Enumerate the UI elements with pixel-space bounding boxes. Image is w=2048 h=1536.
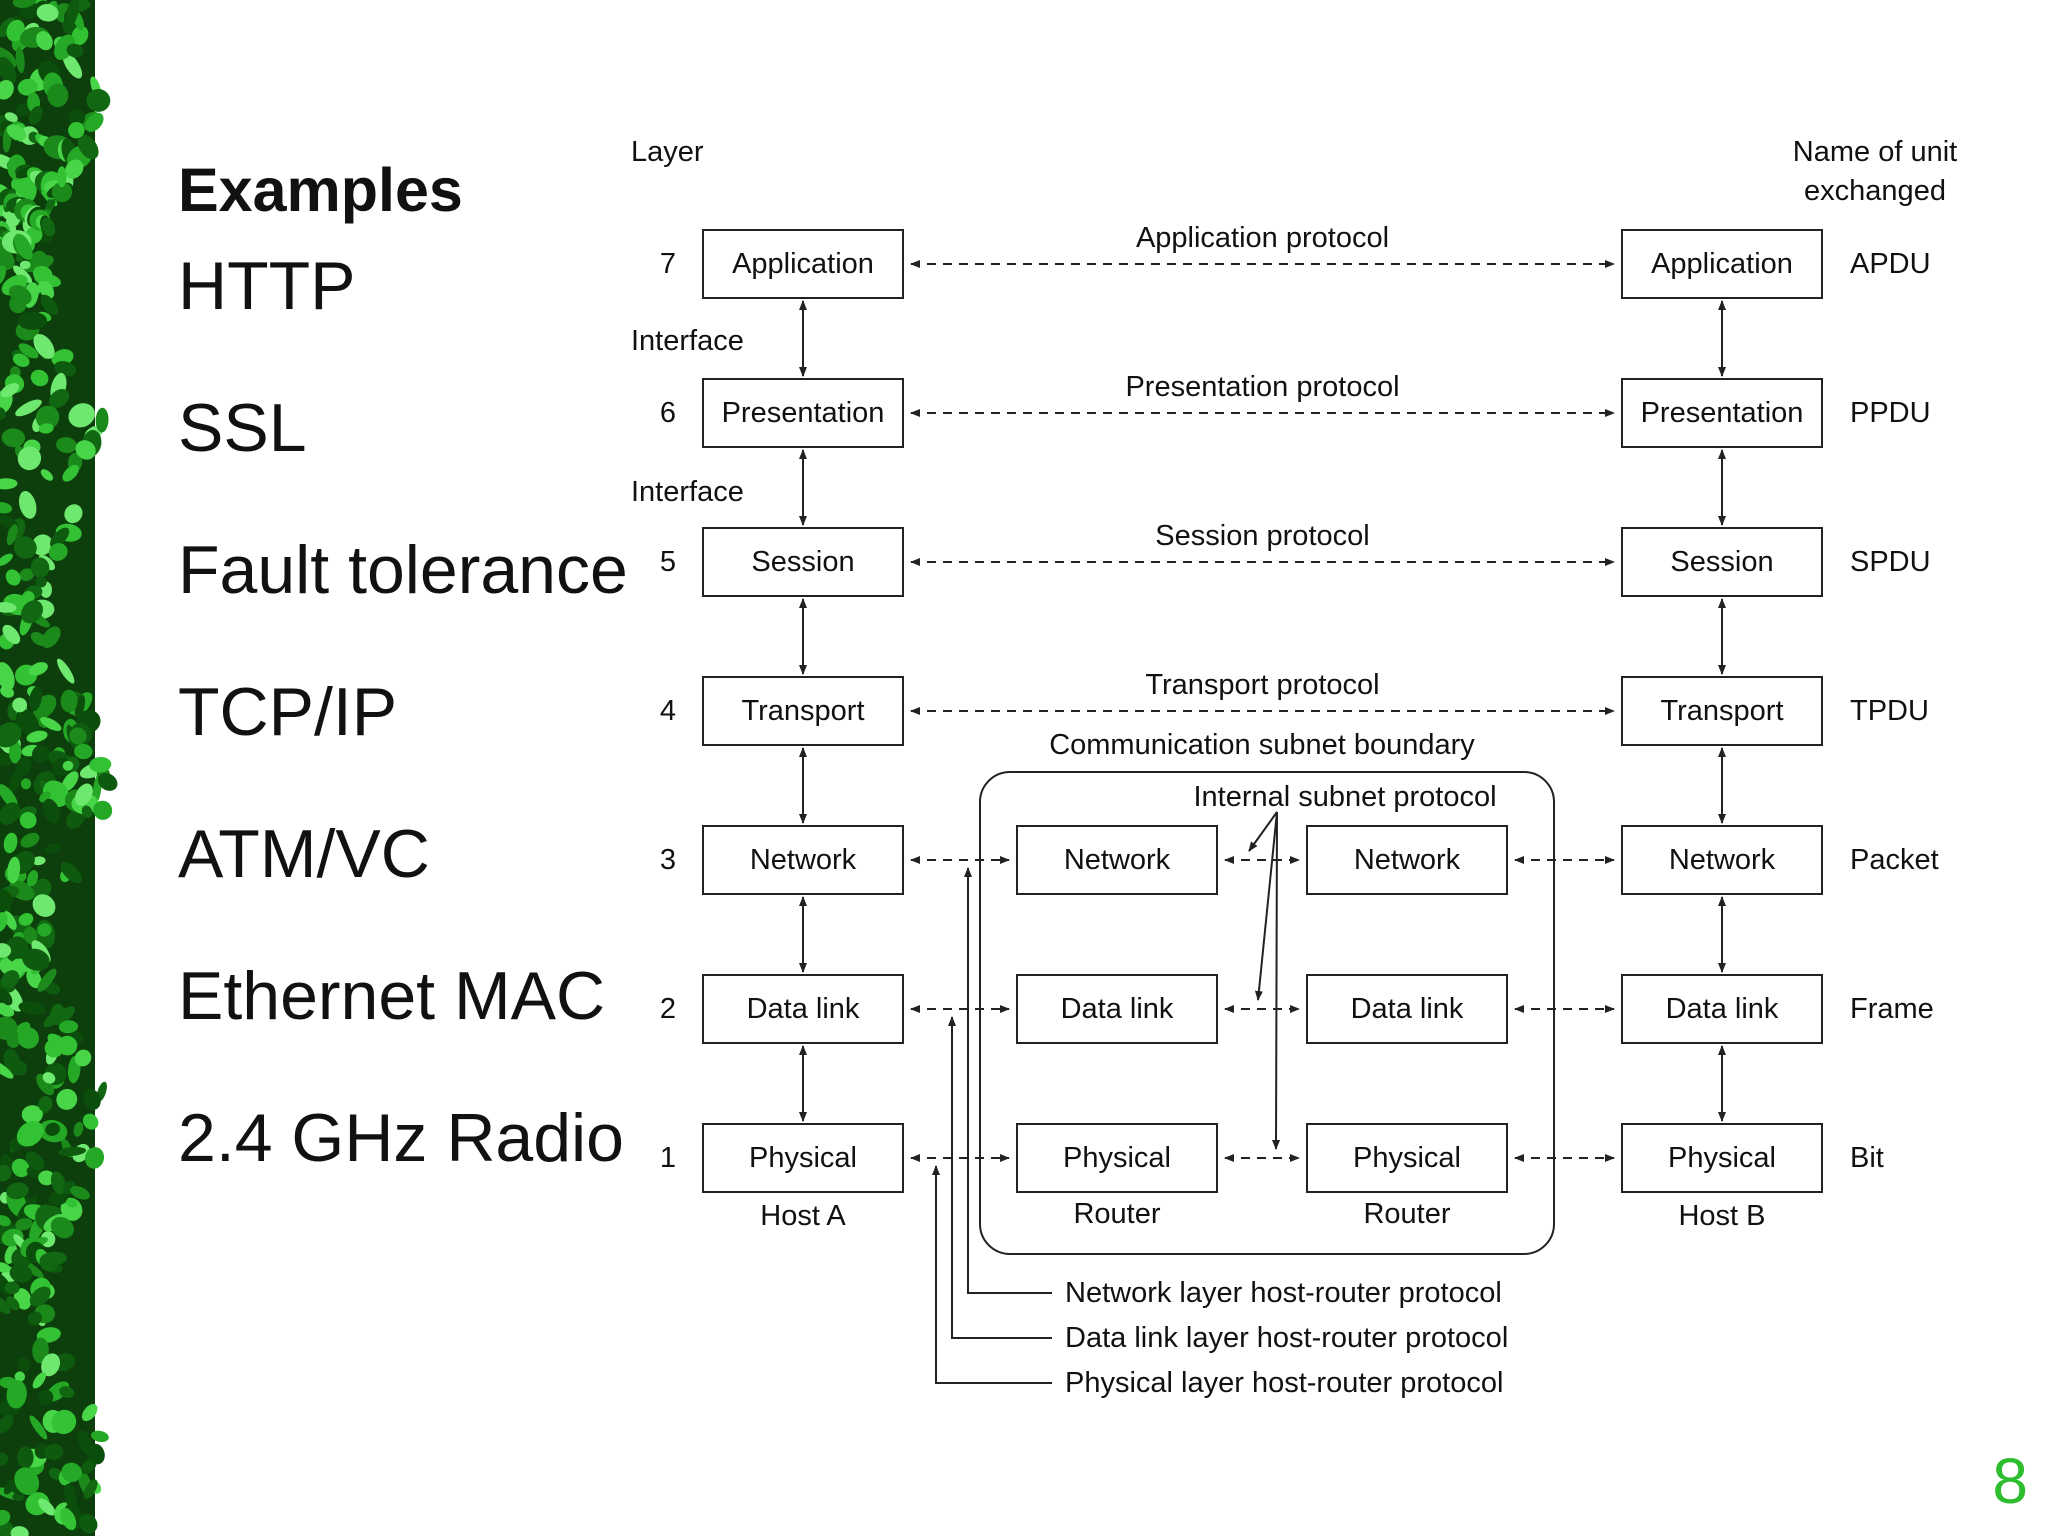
host-a-presentation-box — [702, 378, 904, 448]
host-b-physical-box — [1621, 1123, 1823, 1193]
layer-number-1: 1 — [660, 1142, 676, 1174]
router-2-physical-box — [1306, 1123, 1508, 1193]
transport-protocol-label: Transport protocol — [1145, 669, 1379, 701]
callout-1-line — [964, 867, 1052, 1294]
internal-pointer-network — [1248, 811, 1278, 852]
router-1-network-box — [1016, 825, 1218, 895]
host-a-transport-box — [702, 676, 904, 746]
unit-ppdu: PPDU — [1850, 397, 1931, 429]
example-tcp-ip: TCP/IP — [178, 674, 398, 750]
host-a-label: Host A — [760, 1200, 846, 1232]
internal-subnet-protocol-label: Internal subnet protocol — [1193, 781, 1496, 813]
router-1-network-box-label: Network — [1064, 844, 1171, 876]
host-a-presentation-box-label: Presentation — [722, 397, 885, 429]
router-2-physical-box-label: Physical — [1353, 1142, 1461, 1174]
host-a-session-box-label: Session — [751, 546, 854, 578]
unit-spdu: SPDU — [1850, 546, 1931, 578]
example-ssl: SSL — [178, 390, 307, 466]
host-a-data-link-box — [702, 974, 904, 1044]
router-1-data-link-box-label: Data link — [1061, 993, 1174, 1025]
layer-number-5: 5 — [660, 546, 676, 578]
example-ethernet-mac: Ethernet MAC — [178, 958, 606, 1034]
layer-number-4: 4 — [660, 695, 676, 727]
diagram-labels: Layer Name of unit exchanged 7 Application Ap… — [631, 136, 1957, 1399]
subnet-boundary-box — [979, 771, 1555, 1255]
router-1-physical-box — [1016, 1123, 1218, 1193]
subnet-boundary-label: Communication subnet boundary — [1049, 729, 1475, 761]
callout-2-label: Data link layer host-router protocol — [1065, 1322, 1508, 1354]
host-b-session-box — [1621, 527, 1823, 597]
callout-2-line — [948, 1016, 1052, 1339]
host-b-physical-box-label: Physical — [1668, 1142, 1776, 1174]
examples-heading: Examples — [178, 156, 463, 224]
layer-number-3: 3 — [660, 844, 676, 876]
host-a-application-box-label: Application — [732, 248, 874, 280]
layer-header: Layer — [631, 136, 704, 168]
unit-tpdu: TPDU — [1850, 695, 1929, 727]
router-2-data-link-box — [1306, 974, 1508, 1044]
router-2-data-link-box-label: Data link — [1351, 993, 1464, 1025]
example-http: HTTP — [178, 248, 356, 324]
application-protocol-label: Application protocol — [1136, 222, 1389, 254]
host-b-network-box — [1621, 825, 1823, 895]
router-2-network-box-label: Network — [1354, 844, 1461, 876]
unit-header-line1: Name of unit — [1793, 136, 1957, 168]
unit-bit: Bit — [1850, 1142, 1884, 1174]
page-number: 8 — [1992, 1445, 2028, 1517]
host-b-network-box-label: Network — [1669, 844, 1776, 876]
host-b-presentation-box-label: Presentation — [1641, 397, 1804, 429]
interface-label-2: Interface — [631, 476, 744, 508]
host-b-application-box-label: Application — [1651, 248, 1793, 280]
layer-number-6: 6 — [660, 397, 676, 429]
leaf-vine-border — [0, 0, 118, 1536]
host-a-network-box-label: Network — [750, 844, 857, 876]
layer-number-2: 2 — [660, 993, 676, 1025]
diagram-boxes — [702, 229, 1823, 1193]
router-1-label: Router — [1073, 1198, 1160, 1230]
host-b-transport-box — [1621, 676, 1823, 746]
unit-header-line2: exchanged — [1804, 175, 1946, 207]
session-protocol-label: Session protocol — [1155, 520, 1369, 552]
router-2-label: Router — [1363, 1198, 1450, 1230]
internal-pointer-physical — [1272, 811, 1281, 1150]
router-1-data-link-box — [1016, 974, 1218, 1044]
host-b-label: Host B — [1678, 1200, 1765, 1232]
host-b-application-box — [1621, 229, 1823, 299]
host-b-data-link-box — [1621, 974, 1823, 1044]
interface-label-1: Interface — [631, 325, 744, 357]
host-a-network-box — [702, 825, 904, 895]
router-1-physical-box-label: Physical — [1063, 1142, 1171, 1174]
unit-frame: Frame — [1850, 993, 1934, 1025]
host-a-session-box — [702, 527, 904, 597]
presentation-protocol-label: Presentation protocol — [1125, 371, 1399, 403]
callout-3-label: Physical layer host-router protocol — [1065, 1367, 1503, 1399]
unit-apdu: APDU — [1850, 248, 1931, 280]
unit-packet: Packet — [1850, 844, 1939, 876]
callout-3-line — [932, 1165, 1052, 1384]
host-b-transport-box-label: Transport — [1660, 695, 1783, 727]
router-2-network-box — [1306, 825, 1508, 895]
host-a-physical-box-label: Physical — [749, 1142, 857, 1174]
example-radio: 2.4 GHz Radio — [178, 1100, 624, 1176]
host-a-physical-box — [702, 1123, 904, 1193]
host-a-transport-box-label: Transport — [741, 695, 864, 727]
internal-pointer-datalink — [1254, 811, 1278, 1001]
host-a-data-link-box-label: Data link — [747, 993, 860, 1025]
example-atm-vc: ATM/VC — [178, 816, 430, 892]
examples-list: Examples HTTP SSL Fault tolerance TCP/IP… — [178, 155, 628, 1176]
host-b-session-box-label: Session — [1670, 546, 1773, 578]
host-b-data-link-box-label: Data link — [1666, 993, 1779, 1025]
layer-number-7: 7 — [660, 248, 676, 280]
host-a-application-box — [702, 229, 904, 299]
diagram-connectors — [799, 260, 1726, 1384]
callout-1-label: Network layer host-router protocol — [1065, 1277, 1502, 1309]
host-b-presentation-box — [1621, 378, 1823, 448]
example-fault-tolerance: Fault tolerance — [178, 532, 628, 608]
